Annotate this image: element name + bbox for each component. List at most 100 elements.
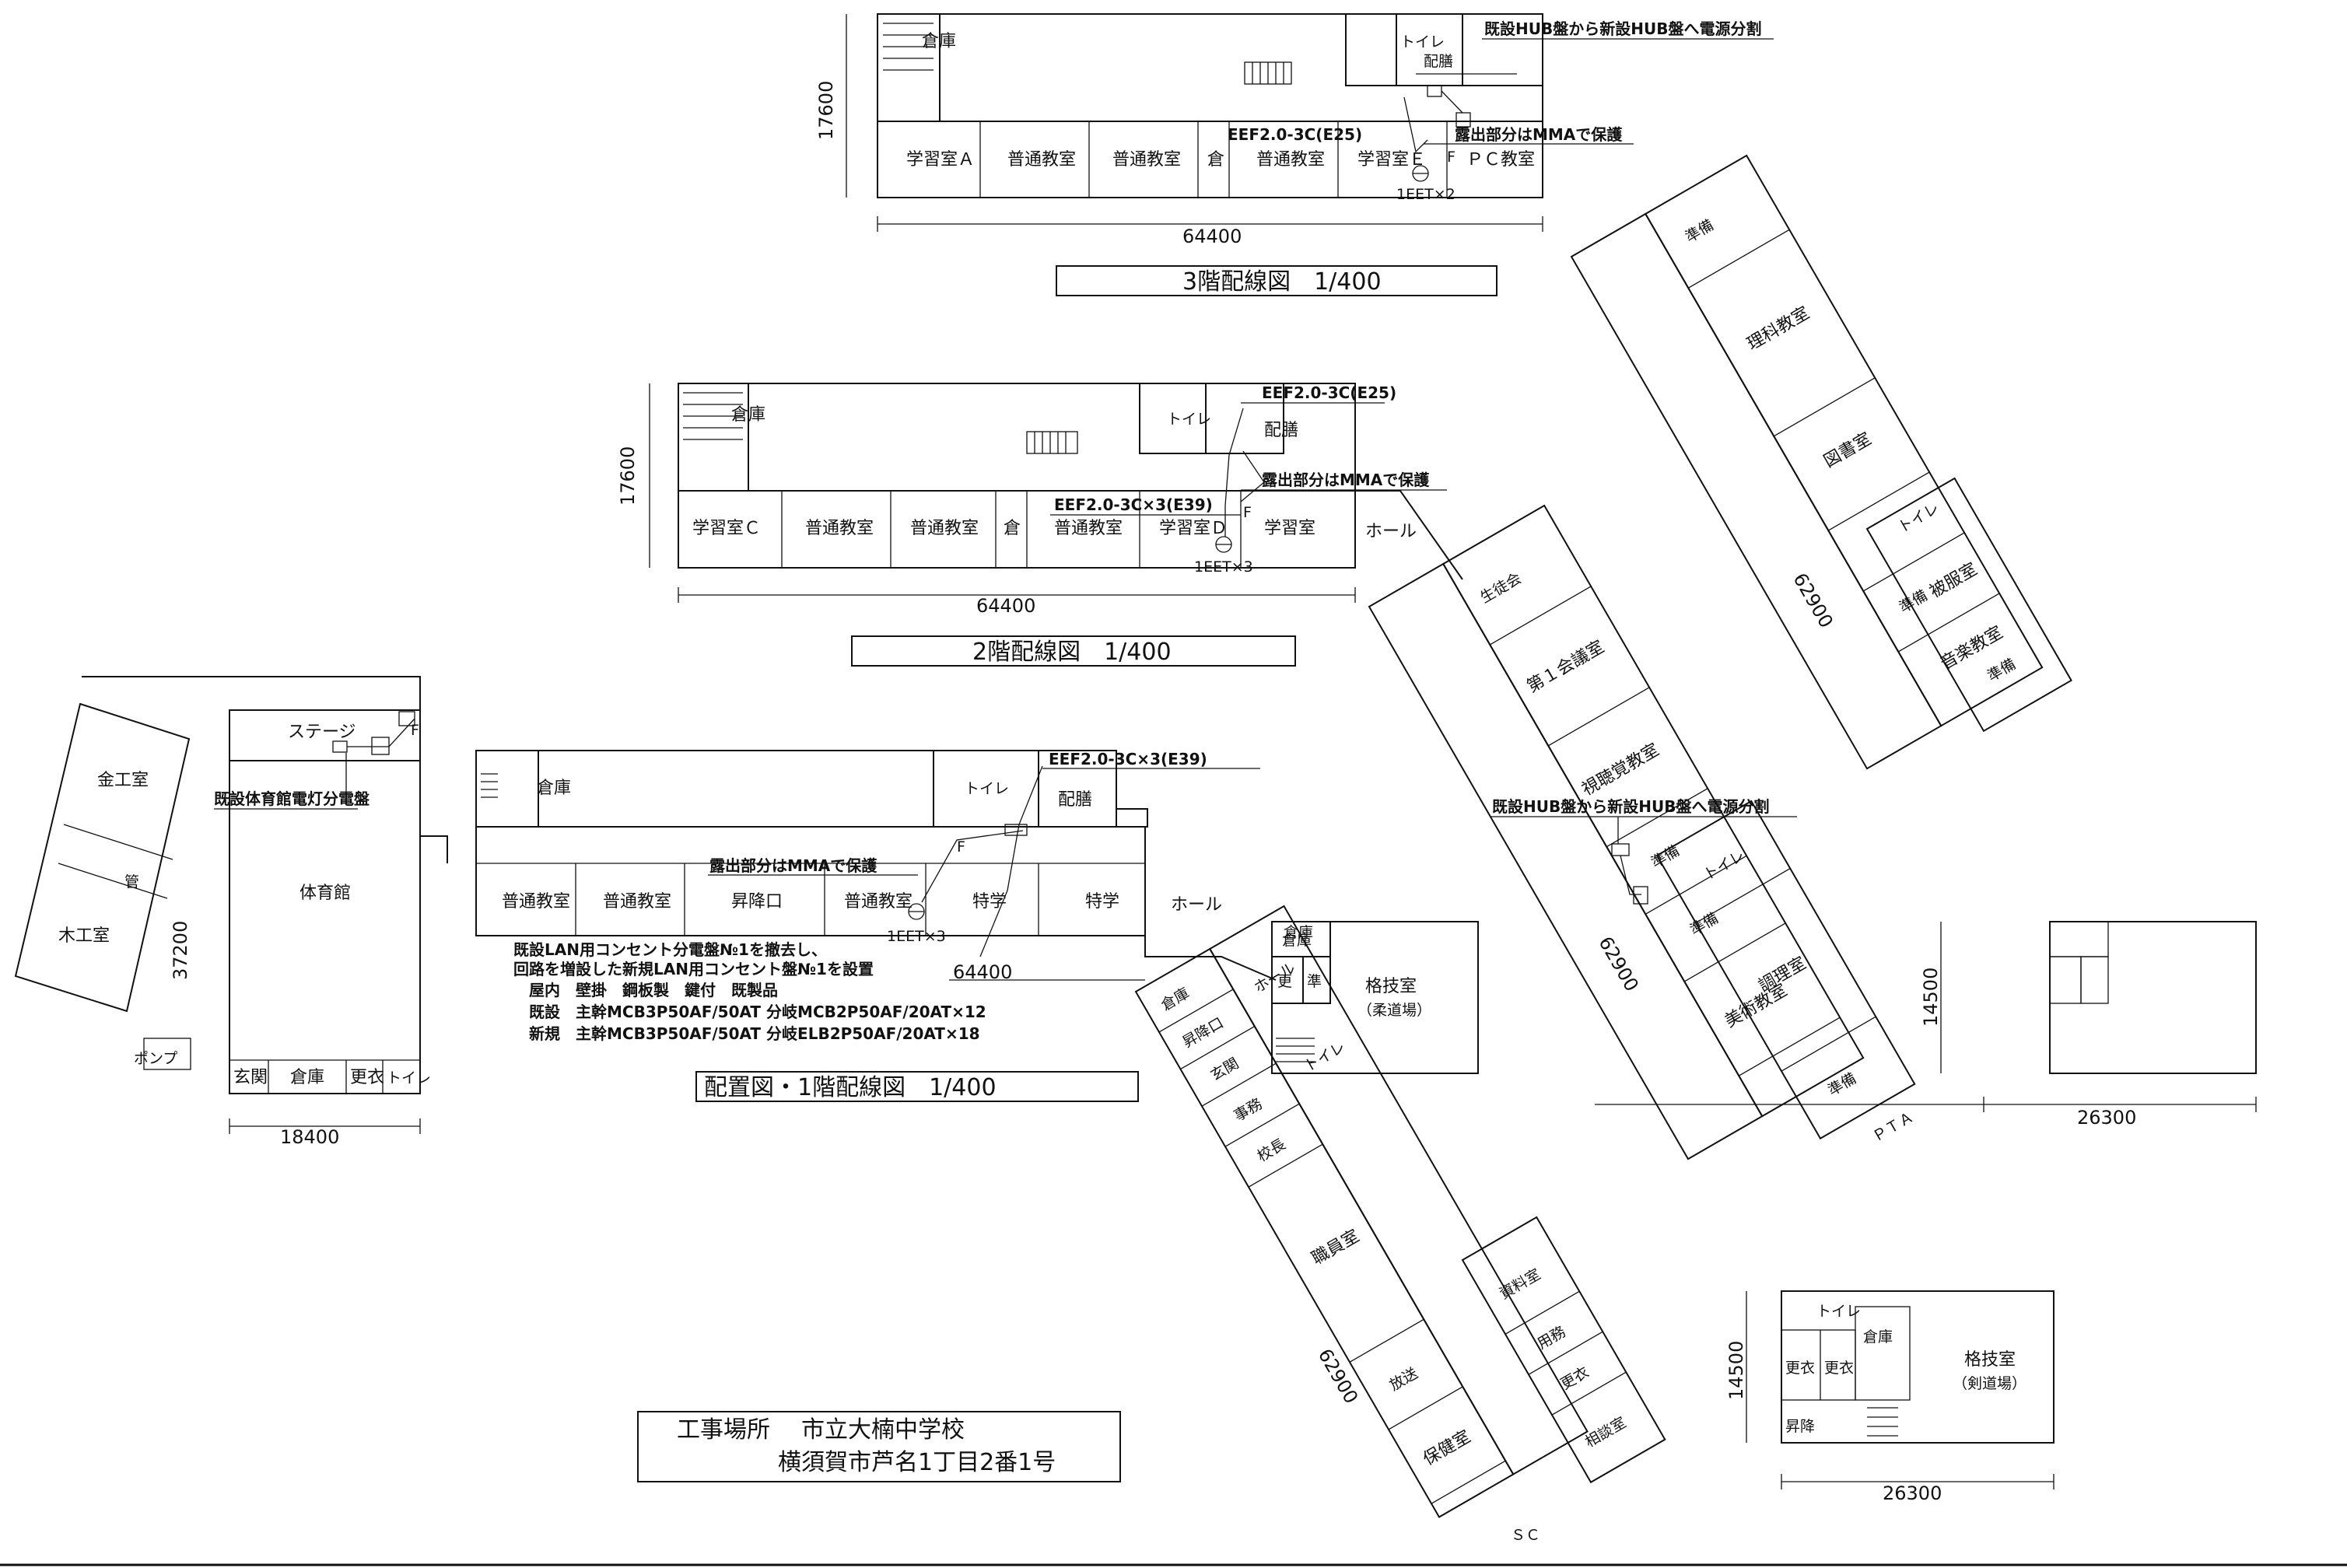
wing-upper-plan: 準備 理科教室 図書室 トイレ 準備 音楽教室 62900 — [1570, 154, 2044, 770]
dojo-judo-body: 14500 — [1920, 921, 2257, 1074]
room-label: ＰＣ教室 — [1466, 150, 1535, 170]
room-label: ポンプ — [134, 1050, 177, 1067]
note-gym-panel: 既設体育館電灯分電盤 — [214, 789, 370, 808]
room-label: （柔道場） — [1357, 1002, 1431, 1019]
room-label: 準備 — [1683, 216, 1717, 246]
room-label: 学習室Ｅ — [1357, 150, 1426, 170]
room-label: トイレ — [1816, 1303, 1861, 1320]
spec-line: 屋内 壁掛 鋼板製 鍵付 既製品 — [529, 981, 778, 999]
room-label: 校長 — [1254, 1136, 1288, 1165]
room-label: 格技室 — [1964, 1350, 2016, 1370]
room-label: 配膳 — [1424, 53, 1453, 70]
wing-middle-plan: 生徒会 第１会議室 視聴覚教室 準備 準備 美術教室 62900 — [1368, 504, 1865, 1160]
floor3-title: 3階配線図 1/400 — [1182, 268, 1382, 296]
mark-f: F — [957, 838, 965, 856]
room-label: トイレ — [1400, 33, 1445, 51]
spec-line: 既設 主幹MCB3P50AF/50AT 分岐MCB2P50AF/20AT×12 — [529, 1003, 986, 1021]
gym-panel-icon — [371, 737, 390, 755]
wing-lower-plan: 倉庫 昇降口 玄関 事務 校長 職員室 放送 保健室 トイレ ホール 62900 — [1134, 905, 1589, 1518]
hub-panel-icon — [1611, 843, 1630, 856]
room-label: 普通教室 — [1112, 150, 1181, 170]
room-label: 倉庫 — [731, 405, 765, 425]
dimension-height: 37200 — [170, 921, 191, 980]
note-mma: 露出部分はMMAで保護 — [1262, 471, 1430, 489]
floor1-plan: 倉庫 トイレ 配膳 普通教室 普通教室 昇降口 普通教室 特学 特学 ホール E… — [475, 750, 1277, 1102]
room-label: 特学 — [972, 892, 1007, 912]
room-label: 事務 — [1231, 1095, 1265, 1125]
room-label: 倉 — [1207, 150, 1224, 170]
note-hub: 既設HUB盤から新設HUB盤へ電源分割 — [1484, 19, 1761, 38]
room-label: 普通教室 — [805, 519, 874, 538]
room-label: トイレ — [965, 780, 1009, 797]
room-label: 普通教室 — [910, 519, 979, 538]
site-address: 横須賀市芦名1丁目2番1号 — [778, 1449, 1056, 1476]
lan-panel-icon — [1004, 824, 1028, 836]
outlet-label: 1EET×3 — [1194, 558, 1253, 576]
room-label: 図書室 — [1820, 429, 1875, 472]
dimension-width: 64400 — [953, 961, 1012, 983]
dimension-height: 17600 — [815, 81, 837, 140]
room-label: 学習室Ｄ — [1159, 519, 1228, 538]
room-label: 倉庫 — [1158, 985, 1193, 1014]
room-label: 被服室 — [1926, 559, 1981, 602]
room-label: 第１会議室 — [1524, 637, 1608, 697]
room-label: 視聴覚教室 — [1578, 740, 1662, 800]
room-label: 準備 — [1825, 1069, 1859, 1099]
room-label: 倉 — [1004, 519, 1021, 538]
note-mma: 露出部分はMMAで保護 — [1455, 125, 1623, 144]
room-label: 玄関 — [233, 1068, 268, 1087]
room-label: 普通教室 — [1256, 150, 1325, 170]
room-label: 昇降 — [1785, 1418, 1815, 1435]
note-cable: EEF2.0-3C(E25) — [1262, 383, 1396, 402]
room-label: 学習室 — [1264, 519, 1315, 538]
room-label: 更衣 — [1824, 1360, 1854, 1377]
room-label: 体育館 — [300, 884, 351, 903]
dimension-width: 64400 — [976, 595, 1035, 617]
spec-line: 既設LAN用コンセント分電盤№1を撤去し、 — [513, 940, 827, 959]
room-label: 更衣 — [1557, 1363, 1592, 1393]
room-label: 昇降口 — [1179, 1014, 1226, 1052]
site-info-box: 工事場所 市立大楠中学校 横須賀市芦名1丁目2番1号 — [637, 1411, 1121, 1482]
room-label: 理科教室 — [1744, 303, 1813, 355]
dimension-length: 62900 — [1788, 569, 1837, 632]
floor1-title: 配置図・1階配線図 1/400 — [704, 1074, 997, 1101]
site-school: 市立大楠中学校 — [801, 1416, 965, 1444]
room-label: ホール — [1171, 895, 1222, 915]
room-label: 資料室 — [1497, 1265, 1543, 1303]
room-label: 配膳 — [1058, 790, 1092, 810]
room-label: 玄関 — [1207, 1055, 1242, 1084]
room-label: 更 — [1277, 973, 1292, 990]
room-label: ＳＣ — [1511, 1527, 1540, 1544]
note-cable: EEF2.0-3C×3(E39) — [1049, 750, 1207, 768]
room-label: 普通教室 — [502, 892, 570, 912]
room-label: 準備 — [1897, 587, 1931, 617]
note-mma: 露出部分はMMAで保護 — [709, 856, 877, 875]
dimension-height: 14500 — [1920, 968, 1942, 1027]
mark-f: F — [411, 722, 419, 739]
room-label: 普通教室 — [603, 892, 671, 912]
room-label: 更衣 — [350, 1068, 384, 1087]
room-label: 普通教室 — [844, 892, 913, 912]
room-label: 格技室 — [1365, 977, 1417, 996]
floor2-title: 2階配線図 1/400 — [972, 639, 1172, 666]
room-label: 更衣 — [1785, 1360, 1815, 1377]
room-label: （剣道場） — [1953, 1375, 2026, 1392]
room-label: 管 — [124, 873, 139, 891]
floor3-plan: 倉庫 トイレ 配膳 学習室Ａ 普通教室 普通教室 倉 普通教室 学習室Ｅ ＰＣ教… — [815, 13, 1774, 296]
spec-line: 新規 主幹MCB3P50AF/50AT 分岐ELB2P50AF/20AT×18 — [529, 1024, 980, 1043]
note-cable: EEF2.0-3C×3(E39) — [1054, 495, 1213, 514]
room-label: トイレ — [1167, 411, 1211, 428]
note-hub: 既設HUB盤から新設HUB盤へ電源分割 — [1492, 797, 1769, 816]
room-label: 普通教室 — [1007, 150, 1076, 170]
room-label: 倉庫 — [1284, 924, 1313, 941]
room-label: 生徒会 — [1477, 569, 1524, 607]
room-label: 学習室Ａ — [906, 150, 975, 170]
room-label: 普通教室 — [1054, 519, 1123, 538]
workshop-plan: 金工室 木工室 管 — [14, 702, 191, 1013]
room-label: ＰＴＡ — [1869, 1108, 1916, 1146]
wing-middle-extension: トイレ 調理室 準備 ＰＴＡ — [1655, 800, 1917, 1146]
gym-panel-icon — [332, 740, 348, 753]
room-label: トイレ — [387, 1069, 431, 1087]
gym-plan: ステージ 体育館 玄関 倉庫 更衣 トイレ ポンプ 既設体育館電灯分電盤 F 1… — [82, 676, 448, 1148]
